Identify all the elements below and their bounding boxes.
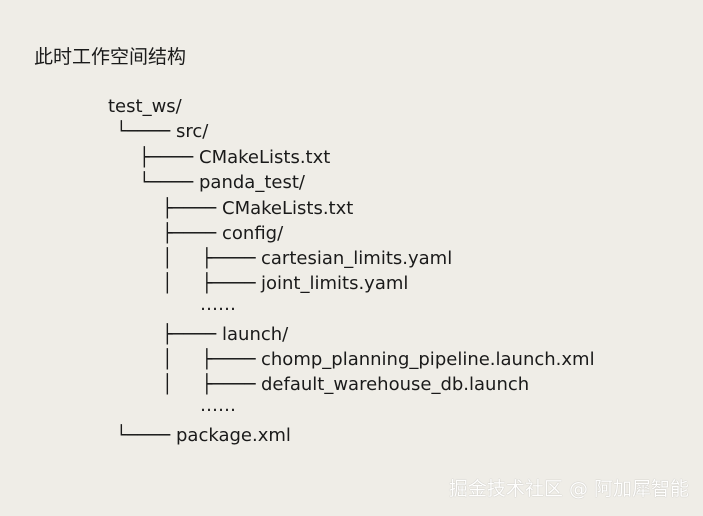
tree-line-joint-limits: │ ├──── joint_limits.yaml: [0, 271, 703, 296]
tree-branch: ├────: [139, 147, 199, 168]
tree-node-name: joint_limits.yaml: [261, 273, 409, 294]
tree-node-name: panda_test/: [199, 172, 305, 193]
tree-line-launch: ├──── launch/: [0, 322, 703, 347]
tree-line-panda-cmakelists: ├──── CMakeLists.txt: [0, 196, 703, 221]
tree-branch: │ ├────: [162, 349, 262, 370]
tree-node-name: default_warehouse_db.launch: [261, 374, 530, 395]
tree-branch: └────: [139, 172, 199, 193]
tree-line-chomp-pipeline: │ ├──── chomp_planning_pipeline.launch.x…: [0, 347, 703, 372]
tree-node-name: package.xml: [176, 425, 291, 446]
tree-line-src-cmakelists: ├──── CMakeLists.txt: [0, 145, 703, 170]
tree-branch: │ ├────: [162, 248, 262, 269]
watermark: 掘金技术社区 @ 阿加犀智能: [448, 478, 689, 500]
tree-ellipsis: ……: [200, 294, 236, 315]
tree-node-name: cartesian_limits.yaml: [261, 248, 453, 269]
tree-line-src: └──── src/: [0, 119, 703, 144]
tree-line-warehouse-db: │ ├──── default_warehouse_db.launch: [0, 372, 703, 397]
tree-node-name: test_ws/: [108, 96, 182, 117]
tree-branch: └────: [116, 425, 176, 446]
tree-node-name: CMakeLists.txt: [222, 198, 354, 219]
tree-branch: └────: [116, 121, 176, 142]
tree-line-panda-test: └──── panda_test/: [0, 170, 703, 195]
tree-branch: ├────: [162, 324, 222, 345]
tree-line-config-ellipsis: ……: [0, 292, 703, 317]
tree-branch: ├────: [162, 223, 222, 244]
tree-line-config: ├──── config/: [0, 221, 703, 246]
tree-branch: │ ├────: [162, 374, 262, 395]
tree-branch: │ ├────: [162, 273, 262, 294]
tree-ellipsis: ……: [200, 395, 236, 416]
tree-line-package-xml: └──── package.xml: [0, 423, 703, 448]
tree-line-root: test_ws/: [0, 94, 703, 119]
tree-node-name: launch/: [222, 324, 289, 345]
tree-line-cartesian-limits: │ ├──── cartesian_limits.yaml: [0, 246, 703, 271]
tree-node-name: chomp_planning_pipeline.launch.xml: [261, 349, 595, 370]
tree-node-name: src/: [176, 121, 209, 142]
tree-node-name: config/: [222, 223, 284, 244]
tree-line-launch-ellipsis: ……: [0, 393, 703, 418]
page-title: 此时工作空间结构: [34, 46, 187, 68]
tree-branch: ├────: [162, 198, 222, 219]
tree-node-name: CMakeLists.txt: [199, 147, 331, 168]
